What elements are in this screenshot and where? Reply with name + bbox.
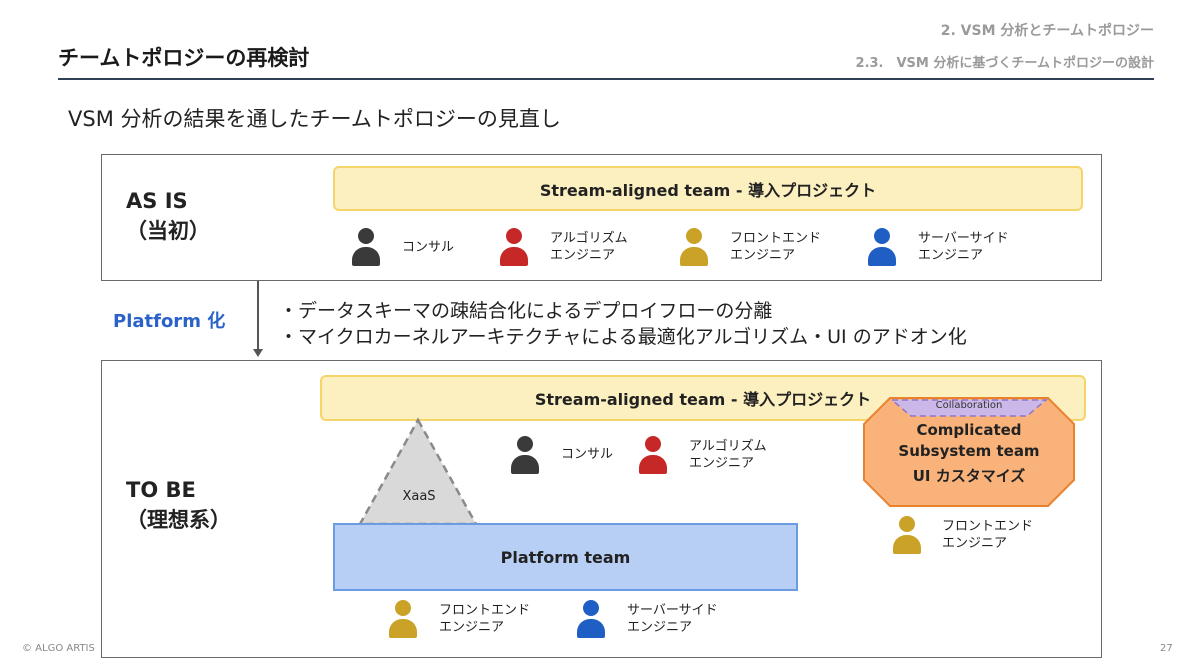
person-algorithm-engineer-icon	[499, 228, 529, 266]
copyright-notice: © ALGO ARTIS	[22, 643, 95, 654]
as-is-label-line1: AS IS	[126, 189, 188, 213]
complicated-subsystem-team-shape	[863, 397, 1075, 507]
platform-team-box: Platform team	[333, 523, 798, 591]
to-be-role-ui-frontend-engineer: フロントエンドエンジニア	[942, 519, 1034, 551]
section-title: 2. VSM 分析とチームトポロジー	[940, 23, 1154, 39]
platform-team-label: Platform team	[500, 547, 631, 567]
change-item: ・マイクロカーネルアーキテクチャによる最適化アルゴリズム・UI のアドオン化	[279, 326, 967, 348]
to-be-label-line2: （理想系）	[126, 508, 231, 532]
person-server-engineer-icon	[576, 600, 606, 638]
as-is-label: AS IS （当初）	[126, 186, 210, 246]
transition-arrow-line	[257, 281, 259, 351]
collaboration-label: Collaboration	[935, 400, 1003, 411]
change-item: ・データスキーマの疎結合化によるデプロイフローの分離	[279, 300, 773, 322]
to-be-label: TO BE （理想系）	[126, 475, 231, 535]
subsection-title: 2.3. VSM 分析に基づくチームトポロジーの設計	[855, 56, 1154, 71]
as-is-stream-aligned-label: Stream-aligned team - 導入プロジェクト	[539, 180, 877, 200]
slide-subtitle: VSM 分析の結果を通したチームトポロジーの見直し	[68, 107, 561, 131]
xaas-label: XaaS	[402, 489, 436, 504]
xaas-triangle	[358, 417, 479, 526]
person-server-engineer-icon	[867, 228, 897, 266]
as-is-role-server-engineer: サーバーサイドエンジニア	[918, 231, 1009, 263]
page-number: 27	[1160, 643, 1173, 654]
transition-arrow-head	[253, 349, 263, 357]
person-consultant-icon	[351, 228, 381, 266]
to-be-role-algorithm-engineer: アルゴリズムエンジニア	[689, 439, 767, 471]
to-be-stream-aligned-label: Stream-aligned team - 導入プロジェクト	[534, 390, 872, 409]
to-be-label-line1: TO BE	[126, 478, 196, 502]
platformization-label: Platform 化	[113, 311, 226, 332]
person-consultant-icon	[510, 436, 540, 474]
person-frontend-engineer-icon	[892, 516, 922, 554]
person-algorithm-engineer-icon	[638, 436, 668, 474]
title-divider	[58, 78, 1154, 80]
platform-role-frontend-engineer: フロントエンドエンジニア	[439, 603, 531, 635]
person-frontend-engineer-icon	[388, 600, 418, 638]
as-is-stream-aligned-team: Stream-aligned team - 導入プロジェクト	[333, 166, 1083, 211]
complicated-subsystem-team-label: Complicated Subsystem team UI カスタマイズ	[898, 421, 1040, 485]
person-frontend-engineer-icon	[679, 228, 709, 266]
to-be-role-consultant: コンサル	[561, 447, 614, 462]
as-is-label-line2: （当初）	[126, 219, 210, 243]
platform-role-server-engineer: サーバーサイドエンジニア	[627, 603, 718, 635]
as-is-role-algorithm-engineer: アルゴリズムエンジニア	[550, 231, 628, 263]
as-is-role-frontend-engineer: フロントエンドエンジニア	[730, 231, 822, 263]
page-title: チームトポロジーの再検討	[58, 46, 310, 70]
as-is-role-consultant: コンサル	[402, 240, 455, 255]
